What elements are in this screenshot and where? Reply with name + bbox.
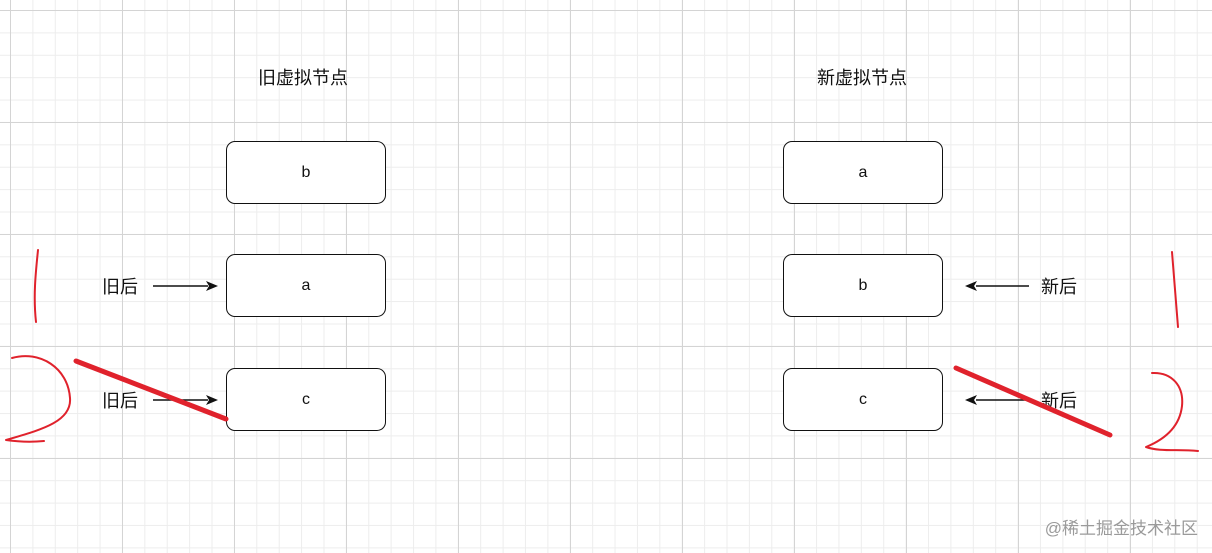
old-node-b[interactable]: b: [226, 141, 386, 204]
handwritten-2-right-icon: [1145, 371, 1199, 452]
node-label: a: [858, 163, 868, 181]
handwritten-2-left-icon: [5, 355, 72, 443]
node-label: b: [301, 163, 311, 181]
new-vnodes-title: 新虚拟节点: [817, 68, 907, 88]
new-node-b[interactable]: b: [783, 254, 943, 317]
node-label: c: [859, 390, 867, 408]
handwritten-1-right-icon: [1171, 251, 1179, 328]
node-label: c: [302, 390, 310, 408]
new-end-pointer-label-2: 新后: [1041, 391, 1077, 411]
new-end-arrow-icon: [965, 281, 1029, 291]
new-end-arrow-icon-2: [965, 395, 1029, 405]
old-node-c[interactable]: c: [226, 368, 386, 431]
handwritten-1-left-icon: [33, 249, 39, 323]
strike-new-c: [953, 365, 1113, 438]
new-node-a[interactable]: a: [783, 141, 943, 204]
old-node-a[interactable]: a: [226, 254, 386, 317]
old-end-arrow-icon: [153, 281, 218, 291]
old-end-pointer-label: 旧后: [102, 277, 138, 297]
strike-old-c: [73, 358, 229, 422]
watermark: @稀土掘金技术社区: [1044, 519, 1198, 538]
old-end-pointer-label-2: 旧后: [102, 391, 138, 411]
new-end-pointer-label: 新后: [1041, 277, 1077, 297]
new-node-c[interactable]: c: [783, 368, 943, 431]
node-label: b: [858, 276, 868, 294]
old-vnodes-title: 旧虚拟节点: [258, 68, 348, 88]
node-label: a: [301, 276, 311, 294]
